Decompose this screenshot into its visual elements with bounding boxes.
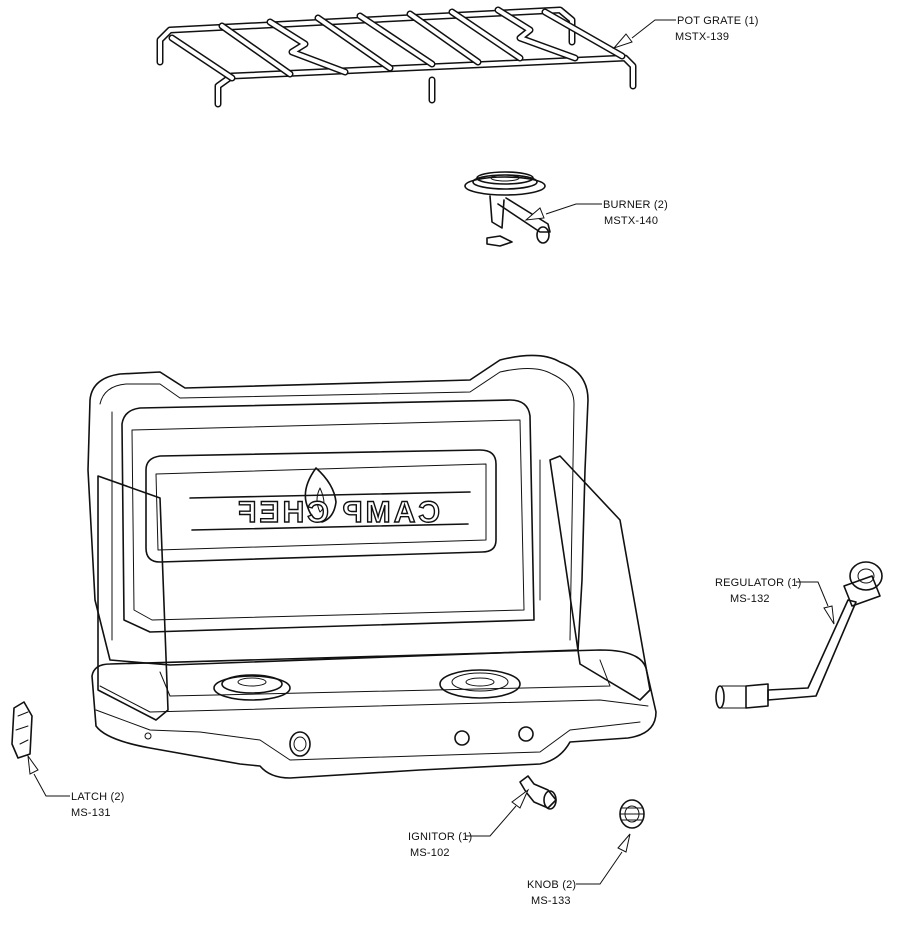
regulator-drawing — [715, 561, 883, 709]
latch-drawing — [11, 701, 33, 759]
pot-grate-drawing — [156, 6, 637, 108]
brand-logo-text: CAMP CHEF — [235, 496, 440, 529]
burner-label: BURNER (2) — [603, 199, 668, 211]
burner-part-number: MSTX-140 — [604, 215, 658, 227]
knob-part-number: MS-133 — [531, 895, 571, 907]
regulator-label: REGULATOR (1) — [715, 577, 802, 589]
burner-callout: BURNER (2) MSTX-140 — [524, 199, 668, 227]
pot-grate-part-number: MSTX-139 — [675, 31, 729, 43]
pot-grate-callout: POT GRATE (1) MSTX-139 — [612, 15, 759, 50]
ignitor-label: IGNITOR (1) — [408, 831, 472, 843]
pot-grate-label: POT GRATE (1) — [677, 15, 759, 27]
ignitor-part-number: MS-102 — [410, 847, 450, 859]
regulator-part-number: MS-132 — [730, 593, 770, 605]
knob-label: KNOB (2) — [527, 879, 576, 891]
latch-callout: LATCH (2) MS-131 — [27, 754, 125, 819]
knob-callout: KNOB (2) MS-133 — [527, 833, 631, 907]
latch-part-number: MS-131 — [71, 807, 111, 819]
ignitor-drawing — [519, 775, 557, 810]
stove-drawing: CAMP CHEF — [87, 354, 657, 779]
regulator-callout: REGULATOR (1) MS-132 — [715, 577, 835, 625]
burner-drawing — [464, 171, 551, 247]
knob-drawing — [619, 799, 645, 829]
latch-label: LATCH (2) — [71, 791, 125, 803]
ignitor-callout: IGNITOR (1) MS-102 — [408, 788, 530, 859]
